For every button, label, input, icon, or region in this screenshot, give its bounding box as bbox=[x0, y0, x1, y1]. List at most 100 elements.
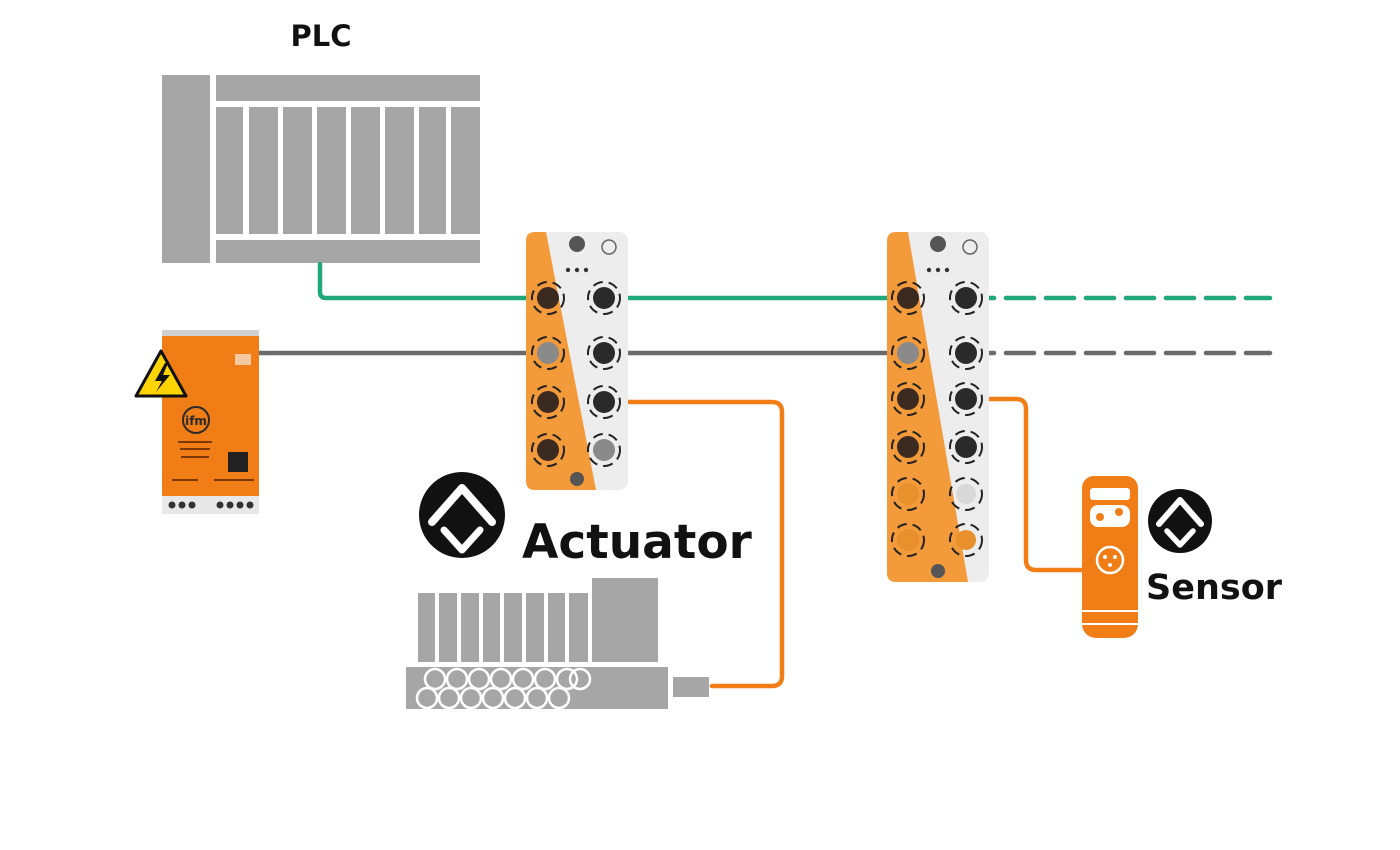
port-io-3 bbox=[537, 439, 559, 461]
actuator-label: Actuator bbox=[522, 515, 753, 570]
ifm-logo-icon bbox=[601, 239, 617, 255]
actuator-group: Actuator bbox=[406, 472, 753, 710]
led bbox=[565, 267, 571, 273]
port-bus-in bbox=[897, 287, 919, 309]
led bbox=[926, 267, 932, 273]
port-ring bbox=[587, 336, 621, 370]
io-cable-to-sensor bbox=[963, 396, 1085, 573]
screw bbox=[246, 501, 254, 509]
cables bbox=[255, 261, 1273, 689]
port-io-1 bbox=[537, 391, 559, 413]
plc-card bbox=[385, 107, 414, 234]
port-rings bbox=[891, 281, 983, 557]
screw bbox=[188, 501, 196, 509]
mount-hole-top bbox=[930, 236, 946, 252]
port-power-in bbox=[537, 342, 559, 364]
port-ring bbox=[587, 281, 621, 315]
roller bbox=[533, 667, 557, 691]
actuator-fin bbox=[504, 593, 522, 662]
port-ring bbox=[949, 430, 983, 464]
ports bbox=[897, 287, 977, 551]
port-ring bbox=[949, 281, 983, 315]
sensor-label: Sensor bbox=[1146, 568, 1283, 608]
roller bbox=[489, 667, 513, 691]
sensor-group: Sensor bbox=[1082, 476, 1283, 638]
port-ring bbox=[587, 385, 621, 419]
port-ring bbox=[891, 430, 925, 464]
port-rings bbox=[531, 281, 621, 467]
port-power-in bbox=[897, 342, 919, 364]
led bbox=[574, 267, 580, 273]
logo-mark: ifm bbox=[185, 414, 207, 428]
roller bbox=[415, 686, 439, 710]
port-io-3 bbox=[897, 436, 919, 458]
roller bbox=[555, 667, 579, 691]
led bbox=[583, 267, 589, 273]
screw bbox=[236, 501, 244, 509]
port-ring bbox=[891, 523, 925, 557]
roller bbox=[568, 667, 592, 691]
ifm-logo-icon: ifm bbox=[182, 406, 210, 434]
logo-ring bbox=[182, 406, 210, 434]
psu-potentiometer bbox=[228, 452, 248, 472]
port-ring bbox=[531, 281, 565, 315]
io-link-actuator-icon bbox=[419, 472, 505, 558]
plc-card bbox=[216, 107, 243, 234]
port-ring bbox=[949, 477, 983, 511]
io-cable-to-actuator bbox=[601, 399, 785, 689]
io-link-sensor-icon bbox=[1148, 489, 1212, 553]
icon-arrow-lower bbox=[440, 526, 484, 554]
roller bbox=[503, 686, 527, 710]
roller bbox=[423, 667, 447, 691]
port-ring bbox=[949, 523, 983, 557]
port-bus-out bbox=[593, 287, 615, 309]
status-leds bbox=[565, 267, 589, 273]
roller bbox=[547, 686, 571, 710]
icon-disc bbox=[1148, 489, 1212, 553]
roller bbox=[511, 667, 535, 691]
psu-led-window bbox=[235, 354, 251, 365]
port-io-5 bbox=[897, 483, 919, 505]
port-power-out bbox=[955, 342, 977, 364]
actuator-fin bbox=[526, 593, 544, 662]
roller bbox=[437, 686, 461, 710]
sensor-display bbox=[1090, 488, 1130, 500]
port-io-1 bbox=[897, 388, 919, 410]
port-ring bbox=[891, 477, 925, 511]
ifm-logo-icon bbox=[962, 239, 978, 255]
plc-card bbox=[419, 107, 446, 234]
power-supply: ifm bbox=[134, 330, 259, 514]
psu-top-edge bbox=[162, 330, 259, 336]
roller bbox=[445, 667, 469, 691]
sensor-lens bbox=[1096, 513, 1104, 521]
roller bbox=[467, 667, 491, 691]
port-io-4 bbox=[593, 439, 615, 461]
text-line bbox=[181, 456, 209, 458]
actuator-fin bbox=[461, 593, 479, 662]
port-io-4 bbox=[955, 436, 977, 458]
actuator-fin bbox=[483, 593, 500, 662]
mount-hole-top bbox=[569, 236, 585, 252]
text-line bbox=[178, 441, 212, 443]
text-line bbox=[214, 479, 254, 481]
sensor-connector-ring bbox=[1095, 545, 1125, 575]
plc-cpu-block bbox=[162, 75, 210, 263]
plc-card bbox=[283, 107, 312, 234]
roller bbox=[481, 686, 505, 710]
actuator-connector bbox=[673, 677, 709, 697]
port-ring bbox=[949, 336, 983, 370]
text-line bbox=[180, 448, 210, 450]
port-ring bbox=[587, 433, 621, 467]
lightning-bolt bbox=[155, 363, 170, 392]
plc-io-cards bbox=[216, 107, 480, 234]
bus-cable-plc-to-master1 bbox=[317, 261, 551, 301]
sensor-lens-window bbox=[1090, 505, 1130, 527]
plc-top-rail bbox=[216, 75, 480, 101]
io-link-master-2 bbox=[887, 232, 989, 582]
mount-hole-bottom bbox=[570, 472, 584, 486]
port-ring bbox=[531, 336, 565, 370]
actuator-fin bbox=[548, 593, 565, 662]
screw bbox=[226, 501, 234, 509]
port-ring bbox=[891, 281, 925, 315]
